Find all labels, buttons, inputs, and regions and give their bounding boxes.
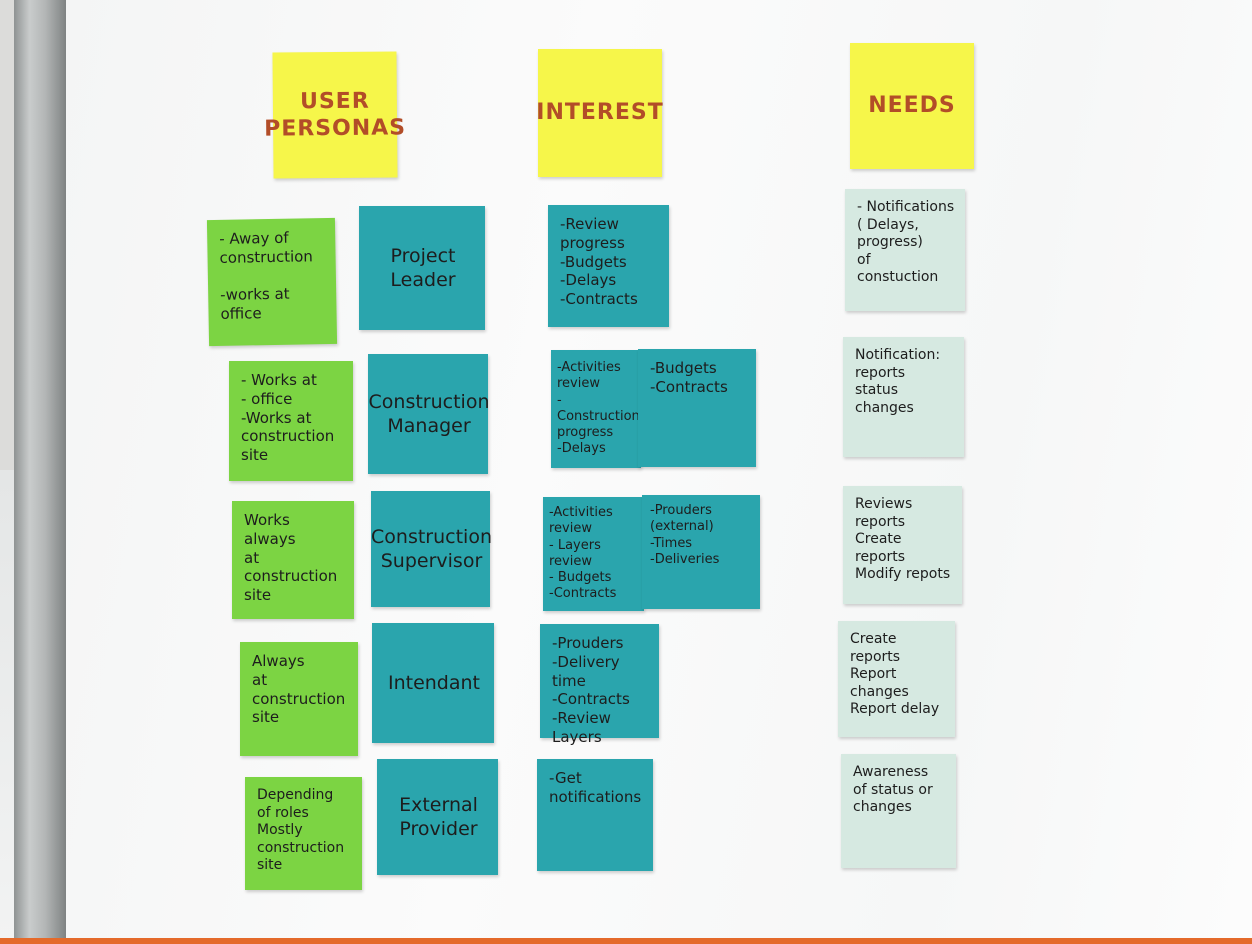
interest-note-secondary: -Prouders (external) -Times -Deliveries [642, 495, 760, 609]
need-note: - Notifications ( Delays, progress) of c… [845, 189, 965, 311]
need-note: Awareness of status or changes [841, 754, 956, 868]
need-note: Create reports Report changes Report del… [838, 621, 955, 737]
header-personas-text: USER PERSONAS [264, 88, 407, 142]
bottom-edge [0, 938, 1252, 944]
whiteboard-frame [14, 0, 66, 944]
role-note: Construction Supervisor [371, 491, 492, 607]
interest-note: -Activities review -Construction progres… [551, 350, 641, 468]
location-note: Depending of roles Mostly construction s… [245, 777, 362, 890]
header-personas-note: USER PERSONAS [264, 51, 406, 179]
location-note: Always at construction site [240, 642, 358, 756]
location-note: - Away of construction -works at office [206, 217, 338, 347]
header-interest-text: INTEREST [536, 100, 664, 126]
role-note: Project Leader [359, 206, 485, 330]
interest-note: -Review progress -Budgets -Delays -Contr… [548, 205, 669, 327]
header-interest-note: INTEREST [536, 49, 664, 177]
need-note: Reviews reports Create reports Modify re… [843, 486, 962, 604]
role-note: Intendant [372, 623, 494, 743]
interest-note: -Activities review - Layers review - Bud… [543, 497, 644, 611]
location-note: - Works at - office -Works at constructi… [229, 361, 353, 481]
role-note: Construction Manager [368, 354, 490, 474]
need-note: Notification: reports status changes [843, 337, 964, 457]
interest-note: -Prouders -Delivery time -Contracts -Rev… [540, 624, 659, 746]
interest-note-secondary: -Budgets -Contracts [638, 349, 756, 467]
location-note: Works always at construction site [232, 501, 354, 619]
header-needs-text: NEEDS [868, 93, 956, 119]
role-note: External Provider [377, 759, 498, 875]
header-needs-note: NEEDS [850, 43, 974, 169]
interest-note: -Get notifications [537, 759, 653, 871]
